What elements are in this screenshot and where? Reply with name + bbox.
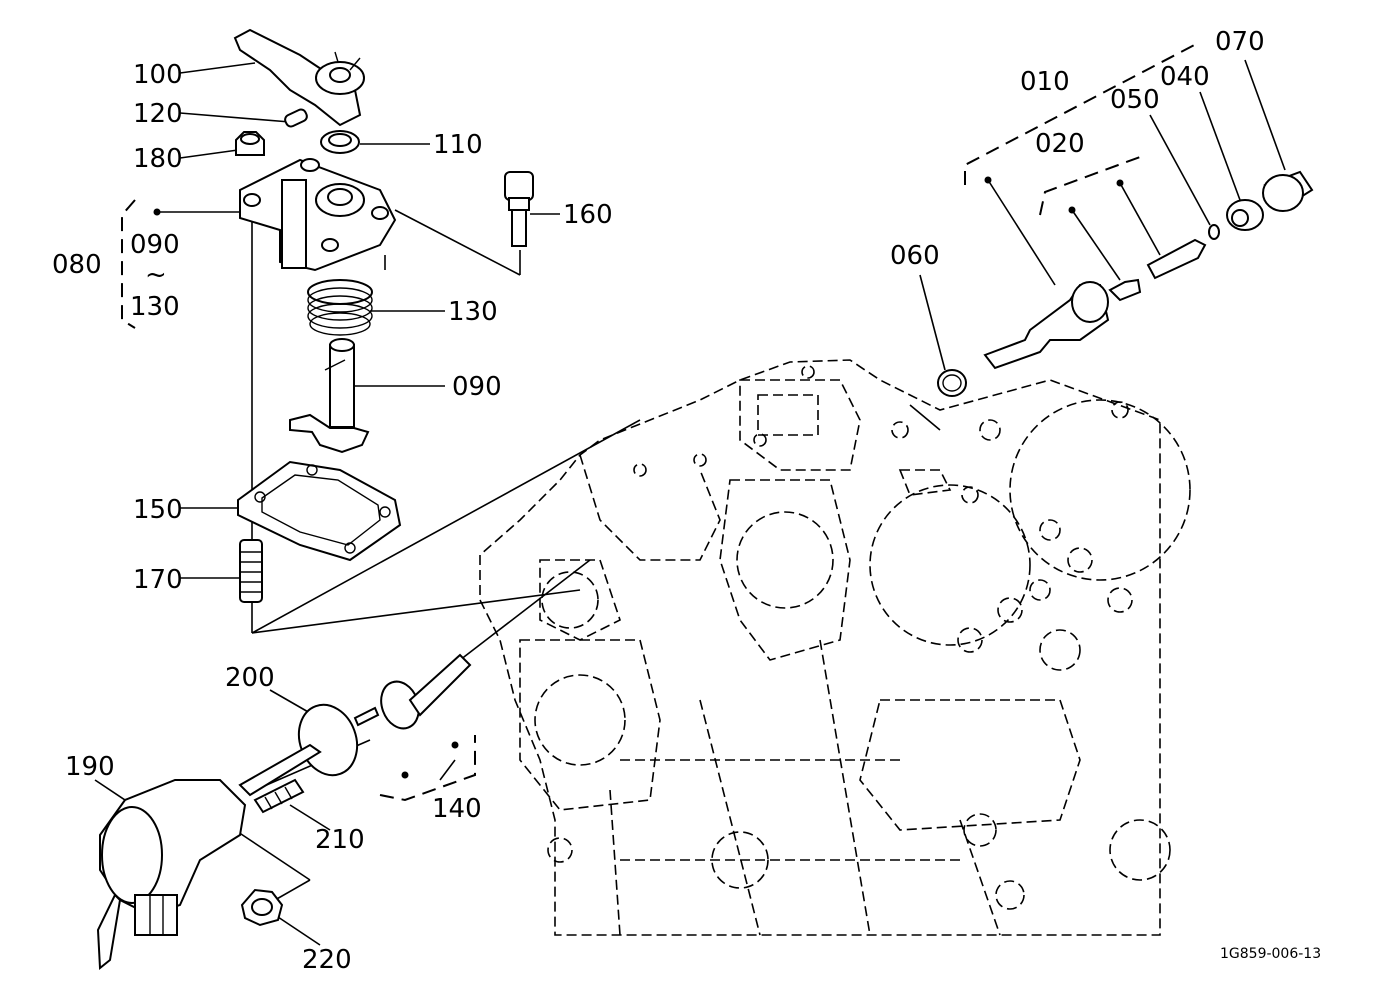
part-seal-110 [320,130,360,154]
part-stud-170 [239,539,263,603]
label-090-range-start: 090 [130,230,180,260]
part-gasket-150 [237,460,402,562]
label-190: 190 [65,752,115,782]
label-140: 140 [432,794,482,824]
part-spring-130 [307,279,373,336]
part-shaft-090 [289,338,370,454]
label-130-range-end: 130 [130,292,180,322]
label-100: 100 [133,60,183,90]
part-pin-120 [284,108,308,128]
part-spring-020 [1108,278,1142,302]
part-solenoid-190 [96,743,322,970]
group-brackets [121,41,1201,802]
part-lever-100 [233,28,365,127]
label-170: 170 [133,565,183,595]
label-200: 200 [225,663,275,693]
label-080: 080 [52,250,102,280]
label-010: 010 [1020,67,1070,97]
leader-lines [94,59,1286,946]
part-oring-050 [1208,224,1220,240]
part-plunger [1146,238,1207,280]
drawing-code: 1G859-006-13 [1220,946,1321,962]
part-housing-080 [239,158,397,272]
label-130: 130 [448,297,498,327]
label-050: 050 [1110,85,1160,115]
part-nut-220 [240,888,284,927]
part-body-010 [983,281,1110,370]
part-nut-040 [1226,199,1264,231]
label-180: 180 [133,144,183,174]
part-cap-070 [1262,170,1314,212]
label-range-tilde: ~ [145,260,167,290]
label-070: 070 [1215,27,1265,57]
reference-dots [153,176,1124,779]
label-060: 060 [890,241,940,271]
part-labels: 010 020 040 050 060 070 080 090 ~ 130 09… [52,27,1265,975]
part-stud-210 [253,778,305,814]
label-120: 120 [133,99,183,129]
label-160: 160 [563,200,613,230]
part-valve-140 [353,653,472,730]
label-210: 210 [315,825,365,855]
label-090: 090 [452,372,502,402]
engine-block [479,359,1191,936]
label-150: 150 [133,495,183,525]
label-040: 040 [1160,62,1210,92]
label-220: 220 [302,945,352,975]
part-oring-060 [937,369,967,397]
part-bolt-160 [504,171,534,247]
label-110: 110 [433,130,483,160]
label-020: 020 [1035,129,1085,159]
part-nut-180 [235,131,265,156]
